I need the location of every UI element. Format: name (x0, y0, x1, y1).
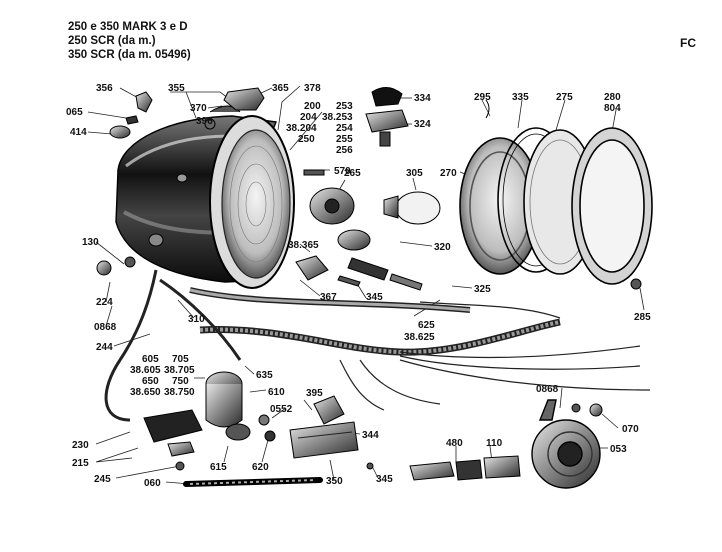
label-255: 255 (336, 134, 353, 145)
label-620: 620 (252, 462, 269, 473)
label-305: 305 (406, 168, 423, 179)
label-570: 570 (334, 166, 351, 177)
wiring-harness (104, 269, 651, 422)
label-396: 396 (196, 116, 213, 127)
label-335: 335 (512, 92, 529, 103)
handlebar-switch (289, 395, 359, 459)
headlamp-assembly (115, 105, 295, 289)
label-245: 245 (94, 474, 111, 485)
label-275: 275 (556, 92, 573, 103)
label-065: 065 (66, 107, 83, 118)
label-365: 365 (272, 83, 289, 94)
label-615: 615 (210, 462, 227, 473)
label-310: 310 (188, 314, 205, 325)
label-320: 320 (434, 242, 451, 253)
label-350: 350 (326, 476, 343, 487)
label-356: 356 (96, 83, 113, 94)
label-265: 265 (344, 168, 361, 179)
header-line-1: 250 e 350 MARK 3 e D (68, 21, 188, 33)
label-250: 250 (298, 134, 315, 145)
label-414: 414 (70, 127, 87, 138)
label-38365: 38.365 (288, 240, 319, 251)
label-110: 110 (486, 438, 503, 449)
label-0868a: 0868 (94, 322, 117, 333)
label-650: 650 (142, 376, 159, 387)
label-070: 070 (622, 424, 639, 435)
label-244: 244 (96, 342, 113, 353)
label-0868b: 0868 (536, 384, 559, 395)
label-280: 280 (604, 92, 621, 103)
leader-lines (87, 85, 645, 485)
label-705: 705 (172, 354, 189, 365)
label-254: 254 (336, 123, 353, 134)
table-code: FC (680, 36, 696, 50)
reflector-rings (459, 99, 653, 285)
horn (531, 399, 601, 489)
label-378: 378 (304, 83, 321, 94)
label-0552: 0552 (270, 404, 293, 415)
label-325: 325 (474, 284, 491, 295)
label-480: 480 (446, 438, 463, 449)
label-38625: 38.625 (404, 332, 435, 343)
label-395: 395 (306, 388, 323, 399)
label-38204: 38.204 (286, 123, 317, 134)
bulb-parts (295, 169, 441, 291)
label-053: 053 (610, 444, 627, 455)
top-small-parts (109, 87, 265, 139)
label-605: 605 (142, 354, 159, 365)
label-635: 635 (256, 370, 273, 381)
part-labels: 356 355 365 378 065 370 396 414 200 204 … (66, 83, 651, 489)
label-367: 367 (320, 292, 337, 303)
label-204: 204 (300, 112, 317, 123)
label-355: 355 (168, 83, 185, 94)
label-253: 253 (336, 101, 353, 112)
switch-parts (365, 87, 409, 147)
label-38705: 38.705 (164, 365, 195, 376)
label-130: 130 (82, 237, 99, 248)
label-200: 200 (304, 101, 321, 112)
header-line-3: 350 SCR (da m. 05496) (68, 49, 191, 61)
label-345a: 345 (366, 292, 383, 303)
label-256: 256 (336, 145, 353, 156)
label-38605: 38.605 (130, 365, 161, 376)
label-750: 750 (172, 376, 189, 387)
speedometer-parts (143, 371, 276, 457)
label-285: 285 (634, 312, 651, 323)
label-610: 610 (268, 387, 285, 398)
label-060: 060 (144, 478, 161, 489)
label-334: 334 (414, 93, 431, 104)
label-230: 230 (72, 440, 89, 451)
label-625: 625 (418, 320, 435, 331)
screws (96, 256, 642, 471)
label-38650: 38.650 (130, 387, 161, 398)
label-344: 344 (362, 430, 379, 441)
label-295: 295 (474, 92, 491, 103)
label-804: 804 (604, 103, 621, 114)
label-38750: 38.750 (164, 387, 195, 398)
label-370: 370 (190, 103, 207, 114)
plug-connector (409, 455, 521, 481)
label-215: 215 (72, 458, 89, 469)
label-324: 324 (414, 119, 431, 130)
label-345b: 345 (376, 474, 393, 485)
label-270: 270 (440, 168, 457, 179)
label-224: 224 (96, 297, 113, 308)
header-line-2: 250 SCR (da m.) (68, 35, 156, 47)
label-38253: 38.253 (322, 112, 353, 123)
